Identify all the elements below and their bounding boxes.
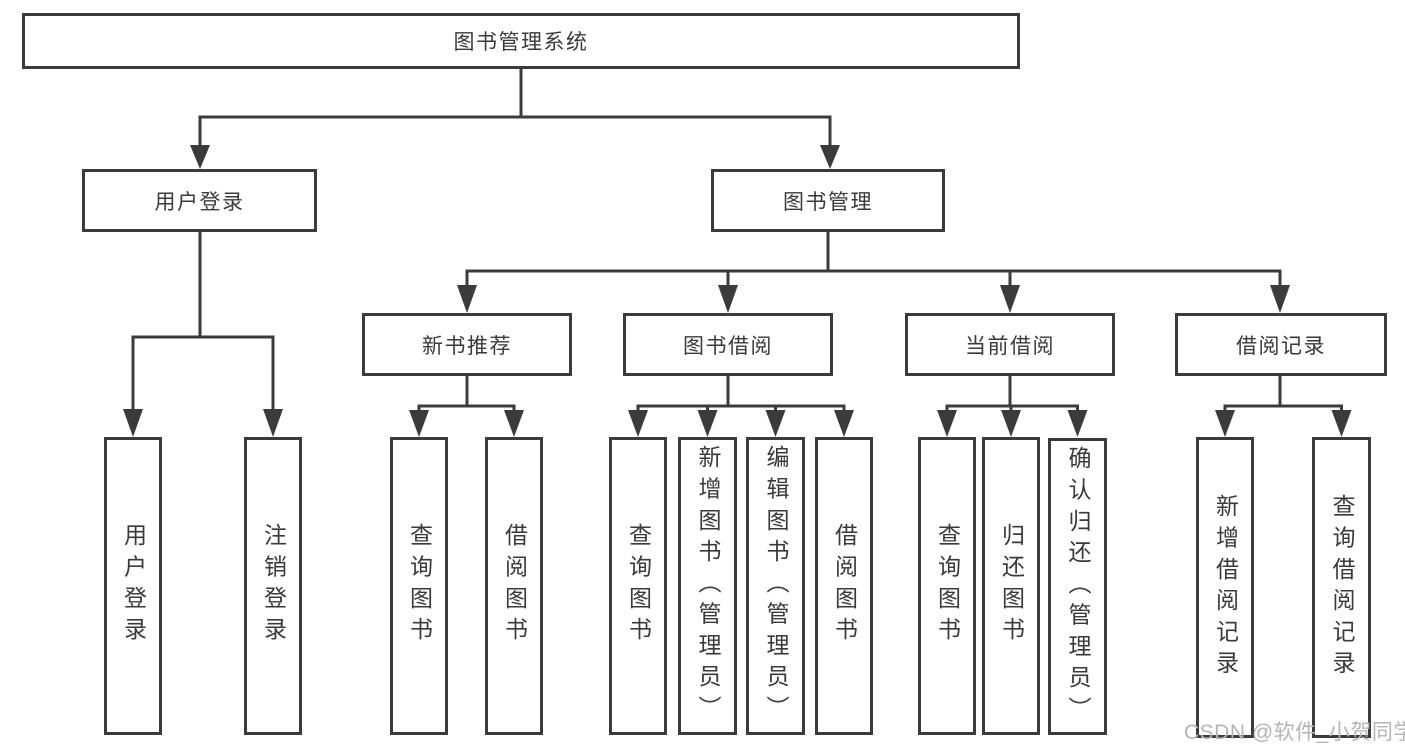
arrow-down-icon [718, 285, 738, 313]
arrow-down-icon [820, 145, 840, 169]
node-borrow-books-1: 借阅图书 [485, 437, 543, 735]
node-label: 查询图书 [934, 523, 961, 649]
node-current-borrow: 当前借阅 [905, 313, 1115, 376]
node-label: 新增借阅记录 [1212, 493, 1239, 682]
arrow-down-icon [697, 410, 718, 437]
node-label: 查询图书 [406, 523, 433, 649]
arrow-down-icon [457, 285, 477, 313]
node-query-books-3: 查询图书 [918, 437, 976, 735]
arrow-down-icon [937, 410, 957, 437]
arrow-down-icon [190, 145, 210, 169]
arrow-down-icon [409, 410, 429, 437]
node-query-books-1: 查询图书 [390, 437, 448, 735]
arrow-down-icon [504, 410, 524, 437]
node-return-books: 归还图书 [982, 437, 1040, 735]
node-label: 新增图书（管理员） [695, 445, 721, 727]
arrow-down-icon [1331, 410, 1352, 437]
node-user-login: 用户登录 [82, 169, 317, 232]
node-label: 用户登录 [120, 523, 147, 649]
arrow-down-icon [1067, 410, 1088, 437]
node-add-books-admin: 新增图书（管理员） [678, 437, 737, 735]
watermark: CSDN @软件_小贺同学 [1184, 721, 1405, 744]
node-edit-books-admin: 编辑图书（管理员） [746, 437, 805, 735]
node-label: 确认归还（管理员） [1065, 445, 1091, 728]
node-borrow-records: 借阅记录 [1175, 313, 1387, 376]
node-add-borrow-record: 新增借阅记录 [1196, 437, 1254, 738]
node-borrow-books-2: 借阅图书 [815, 437, 873, 735]
node-query-borrow-record: 查询借阅记录 [1312, 437, 1371, 738]
arrow-down-icon [834, 410, 854, 437]
node-confirm-return-admin: 确认归还（管理员） [1048, 438, 1107, 735]
node-label: 借阅图书 [831, 523, 858, 649]
arrow-down-icon [1270, 285, 1290, 313]
node-label: 归还图书 [998, 523, 1025, 649]
arrow-down-icon [263, 409, 283, 437]
node-label: 查询图书 [625, 523, 652, 649]
node-new-book-recommend: 新书推荐 [362, 313, 572, 376]
node-label: 借阅图书 [501, 523, 528, 649]
node-logout: 注销登录 [244, 437, 302, 735]
arrow-down-icon [1000, 285, 1020, 313]
node-label: 编辑图书（管理员） [763, 445, 789, 727]
node-label: 查询借阅记录 [1329, 493, 1355, 682]
node-label: 注销登录 [260, 523, 287, 649]
arrow-down-icon [1215, 410, 1235, 437]
arrow-down-icon [123, 409, 143, 437]
arrow-down-icon [1001, 410, 1021, 437]
node-book-management: 图书管理 [711, 169, 945, 232]
node-library-management-system: 图书管理系统 [22, 13, 1020, 69]
arrow-down-icon [628, 410, 648, 437]
node-user-login-leaf: 用户登录 [104, 437, 162, 735]
node-query-books-2: 查询图书 [609, 437, 667, 735]
node-book-borrow: 图书借阅 [623, 313, 833, 376]
arrow-down-icon [765, 410, 786, 437]
